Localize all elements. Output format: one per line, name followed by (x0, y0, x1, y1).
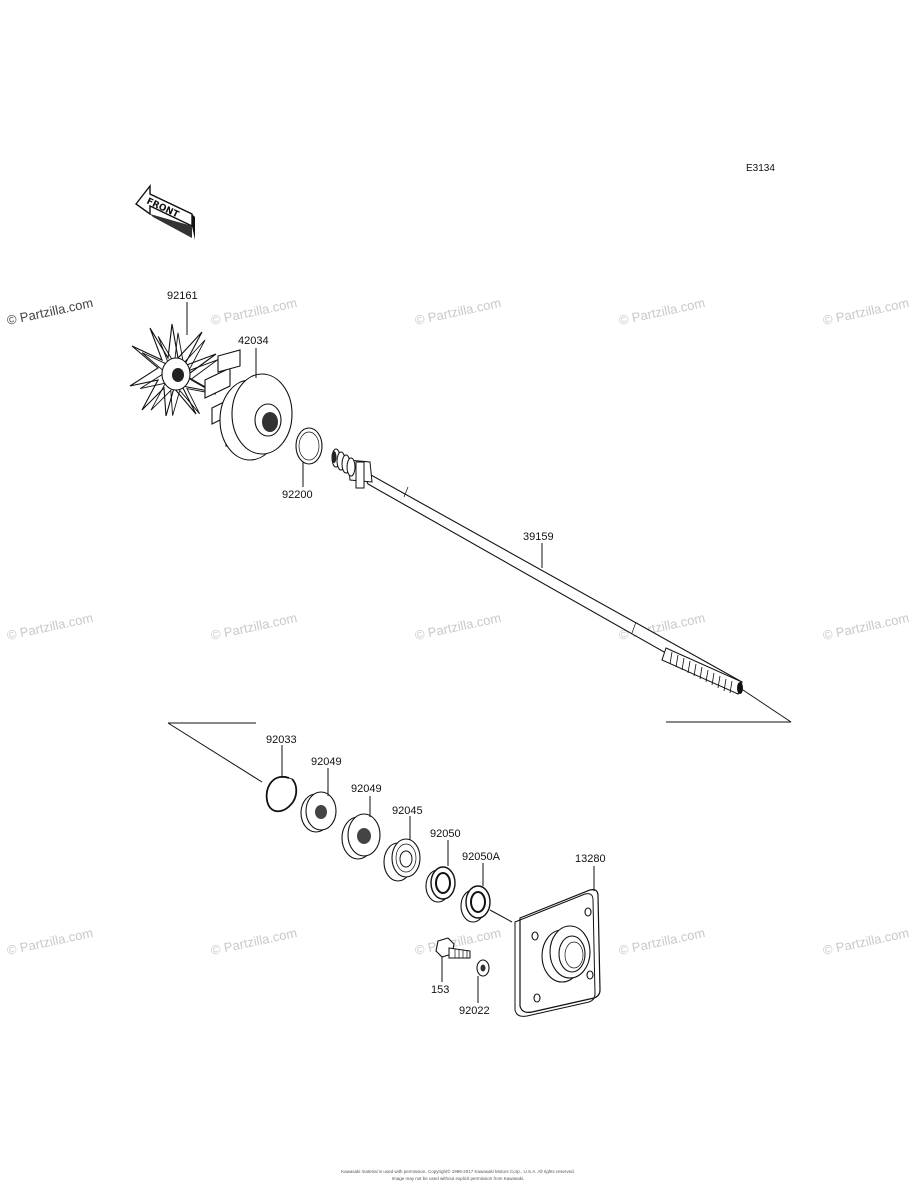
watermark: © Partzilla.com (822, 610, 911, 643)
watermark: © Partzilla.com (822, 925, 911, 958)
watermark: © Partzilla.com (210, 925, 299, 958)
watermarks: © Partzilla.com © Partzilla.com © Partzi… (6, 295, 911, 958)
bearing-92045[interactable] (383, 838, 421, 882)
bolt-153[interactable] (435, 937, 471, 959)
watermark: © Partzilla.com (6, 925, 95, 958)
oil-seal-92050A[interactable] (460, 885, 491, 923)
part-label-153[interactable]: 153 (431, 984, 449, 996)
part-label-92045[interactable]: 92045 (392, 805, 423, 817)
part-label-39159[interactable]: 39159 (523, 531, 554, 543)
circlip-92033[interactable] (265, 775, 298, 813)
part-label-92200[interactable]: 92200 (282, 489, 313, 501)
part-label-92161[interactable]: 92161 (167, 290, 198, 302)
diagram-code: E3134 (746, 163, 775, 174)
copyright-line-1: Kawasaki material is used with permissio… (341, 1168, 575, 1174)
impeller-92161[interactable] (129, 323, 218, 417)
drive-shaft-39159[interactable] (331, 448, 744, 695)
o-ring-92200[interactable] (295, 427, 323, 465)
watermark: © Partzilla.com (6, 610, 95, 643)
part-label-92049-a[interactable]: 92049 (311, 756, 342, 768)
part-label-92050A[interactable]: 92050A (462, 851, 501, 863)
watermark: © Partzilla.com (618, 925, 707, 958)
copyright-line-2: Image may not be used without explicit p… (392, 1176, 525, 1181)
watermark: © Partzilla.com (210, 295, 299, 328)
part-label-92033[interactable]: 92033 (266, 734, 297, 746)
washer-92022[interactable] (476, 959, 490, 977)
washer-92049-b[interactable] (341, 813, 381, 860)
watermark: © Partzilla.com (6, 295, 95, 328)
watermark: © Partzilla.com (618, 295, 707, 328)
watermark: © Partzilla.com (414, 295, 503, 328)
watermark: © Partzilla.com (822, 295, 911, 328)
front-arrow-icon: FRONT (134, 183, 195, 240)
part-label-13280[interactable]: 13280 (575, 853, 606, 865)
impeller-housing-42034[interactable] (204, 349, 293, 461)
part-label-42034[interactable]: 42034 (238, 335, 269, 347)
part-label-92049-b[interactable]: 92049 (351, 783, 382, 795)
part-label-92022[interactable]: 92022 (459, 1005, 490, 1017)
watermark: © Partzilla.com (210, 610, 299, 643)
housing-plate-13280[interactable] (514, 889, 601, 1017)
watermark: © Partzilla.com (414, 610, 503, 643)
part-label-92050[interactable]: 92050 (430, 828, 461, 840)
washer-92049-a[interactable] (300, 791, 337, 833)
oil-seal-92050[interactable] (425, 866, 456, 903)
